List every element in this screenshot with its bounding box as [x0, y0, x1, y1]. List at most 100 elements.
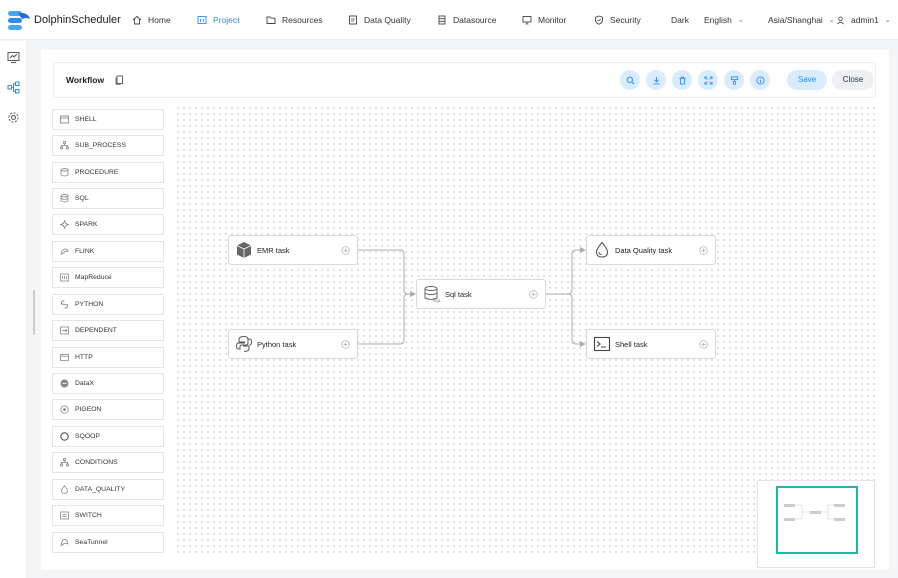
node-emr-task[interactable]: EMR task	[228, 235, 358, 265]
theme-toggle[interactable]: Dark	[671, 0, 689, 40]
dolphinscheduler-logo-icon	[8, 10, 30, 30]
search-button[interactable]	[620, 70, 640, 90]
spark-icon	[60, 220, 69, 229]
palette-item-label: DATA_QUALITY	[75, 486, 125, 493]
brand-logo[interactable]: DolphinScheduler	[6, 8, 126, 32]
info-button[interactable]	[750, 70, 770, 90]
palette-item-label: SUB_PROCESS	[75, 142, 126, 149]
language-select[interactable]: English ⌄	[704, 0, 744, 40]
palette-item-label: PYTHON	[75, 301, 104, 308]
datax-icon	[60, 379, 69, 388]
delete-button[interactable]	[672, 70, 692, 90]
palette-item-label: DataX	[75, 380, 94, 387]
node-label: Python task	[257, 339, 297, 349]
language-select-label: English	[704, 15, 732, 25]
palette-item-procedure[interactable]: PROCEDURE	[52, 162, 164, 183]
add-circle-icon[interactable]	[699, 246, 708, 255]
data-quality-nav-icon	[349, 15, 357, 25]
nav-datasource[interactable]: Datasource	[437, 0, 496, 40]
add-circle-icon[interactable]	[341, 340, 350, 349]
nav-project-label: Project	[213, 15, 240, 25]
format-icon	[730, 75, 738, 85]
sidebar-resize-handle[interactable]	[33, 290, 35, 335]
palette-item-dependent[interactable]: DEPENDENT	[52, 320, 164, 341]
data-quality-icon	[595, 241, 609, 258]
delete-icon	[678, 76, 686, 85]
project-icon	[197, 16, 207, 24]
fullscreen-button[interactable]	[698, 70, 718, 90]
palette-item-sql[interactable]: SQL	[52, 188, 164, 209]
node-label: EMR task	[257, 245, 290, 255]
top-navbar: DolphinScheduler Home Project Resources …	[0, 0, 898, 40]
node-data-quality-task[interactable]: Data Quality task	[586, 235, 716, 265]
copy-icon[interactable]	[115, 75, 124, 85]
palette-item-conditions[interactable]: CONDITIONS	[52, 452, 164, 473]
nav-security[interactable]: Security	[594, 0, 641, 40]
nav-datasource-label: Datasource	[453, 15, 497, 25]
minimap-viewport[interactable]	[776, 486, 858, 554]
format-button[interactable]	[724, 70, 744, 90]
theme-toggle-label: Dark	[671, 15, 689, 25]
palette-item-mapreduce[interactable]: MapReduce	[52, 267, 164, 288]
brand-name: DolphinScheduler	[34, 13, 121, 26]
palette-item-shell[interactable]: SHELL	[52, 109, 164, 130]
canvas-minimap[interactable]	[757, 480, 875, 568]
palette-item-label: HTTP	[75, 354, 93, 361]
flink-icon	[60, 248, 69, 255]
palette-item-pigeon[interactable]: PIGEON	[52, 399, 164, 420]
node-python-task[interactable]: Python task	[228, 329, 358, 359]
palette-item-data-quality[interactable]: DATA_QUALITY	[52, 479, 164, 500]
project-overview-icon[interactable]	[7, 51, 20, 64]
chevron-down-icon: ⌄	[737, 17, 744, 24]
http-icon	[60, 354, 69, 361]
palette-item-label: MapReduce	[75, 274, 112, 281]
nav-data-quality[interactable]: Data Quality	[348, 0, 411, 40]
folder-icon	[266, 16, 276, 24]
python-icon	[61, 300, 68, 309]
nav-home-label: Home	[148, 15, 171, 25]
workflow-icon[interactable]	[7, 81, 20, 94]
node-sql-task[interactable]: SQL Sql task	[416, 279, 546, 309]
add-circle-icon[interactable]	[529, 290, 538, 299]
palette-item-switch[interactable]: SWITCH	[52, 505, 164, 526]
nav-resources[interactable]: Resources	[266, 0, 323, 40]
gear-icon[interactable]	[7, 111, 20, 124]
palette-item-label: CONDITIONS	[75, 459, 118, 466]
close-button[interactable]: Close	[832, 70, 874, 90]
nav-data-quality-label: Data Quality	[364, 15, 411, 25]
pigeon-icon	[60, 405, 69, 414]
nav-security-label: Security	[610, 15, 641, 25]
palette-item-label: DEPENDENT	[75, 327, 117, 334]
chevron-down-icon: ⌄	[828, 17, 835, 24]
palette-item-python[interactable]: PYTHON	[52, 294, 164, 315]
palette-item-flink[interactable]: FLINK	[52, 241, 164, 262]
palette-item-sub-process[interactable]: SUB_PROCESS	[52, 135, 164, 156]
node-label: Data Quality task	[615, 245, 673, 255]
mapreduce-icon	[60, 273, 69, 282]
save-button[interactable]: Save	[787, 70, 827, 90]
add-circle-icon[interactable]	[699, 340, 708, 349]
user-name: admin1	[851, 15, 879, 25]
palette-item-label: SWITCH	[75, 512, 102, 519]
timezone-select[interactable]: Asia/Shanghai ⌄	[768, 0, 835, 40]
workflow-toolbar: Workflow Save Close	[53, 62, 876, 98]
node-label: Shell task	[615, 339, 648, 349]
palette-item-spark[interactable]: SPARK	[52, 214, 164, 235]
nav-project[interactable]: Project	[197, 0, 239, 40]
palette-item-sqoop[interactable]: SQOOP	[52, 426, 164, 447]
user-menu[interactable]: admin1 ⌄	[836, 0, 891, 40]
palette-item-label: FLINK	[75, 248, 95, 255]
switch-icon	[60, 511, 69, 520]
nav-monitor[interactable]: Monitor	[522, 0, 566, 40]
palette-item-seatunnel[interactable]: SeaTunnel	[52, 532, 164, 553]
node-label: Sql task	[445, 289, 472, 299]
palette-item-label: PROCEDURE	[75, 169, 119, 176]
nav-home[interactable]: Home	[132, 0, 171, 40]
palette-item-datax[interactable]: DataX	[52, 373, 164, 394]
add-circle-icon[interactable]	[341, 246, 350, 255]
shell-icon	[593, 336, 611, 352]
download-button[interactable]	[646, 70, 666, 90]
palette-item-http[interactable]: HTTP	[52, 347, 164, 368]
home-icon	[132, 15, 142, 25]
node-shell-task[interactable]: Shell task	[586, 329, 716, 359]
